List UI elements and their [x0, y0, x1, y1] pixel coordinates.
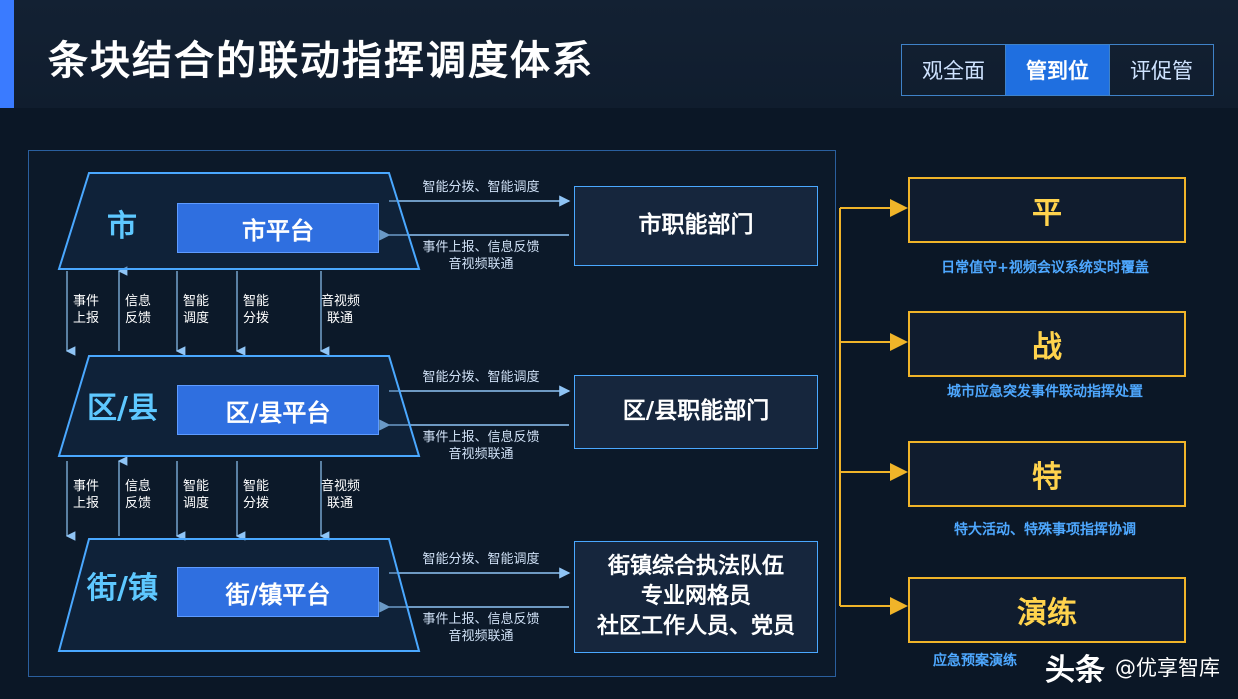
vchannel-upper-5-line1: 音视频: [321, 294, 361, 309]
platform-district[interactable]: 区/县平台: [177, 385, 379, 435]
flow-label-street-in-2: 音视频联通: [448, 629, 514, 644]
vchannel-upper-4-line1: 智能: [243, 294, 270, 309]
vchannel-lower-3-line2: 调度: [183, 496, 210, 511]
tab-guandaowei[interactable]: 管到位: [1005, 45, 1109, 95]
tab-pingcuguan[interactable]: 评促管: [1109, 45, 1213, 95]
vchannel-upper-2-line1: 信息: [125, 294, 152, 309]
vchannel-upper-3-line1: 智能: [183, 294, 210, 309]
level-label-district: 区/县: [87, 391, 158, 426]
vchannel-lower-5-line2: 联通: [327, 496, 354, 511]
dept-street-line3: 社区工作人员、党员: [596, 613, 795, 639]
vchannel-lower-1-line2: 上报: [73, 496, 100, 511]
watermark: 头条 @优享智库: [1045, 645, 1220, 689]
vchannel-upper-2-line2: 反馈: [125, 311, 152, 326]
vchannel-upper-4-line2: 分拨: [243, 311, 270, 326]
vchannel-lower-1-line1: 事件: [73, 479, 100, 494]
header-accent-stripe: [0, 0, 14, 108]
right-card-yanlian[interactable]: 演练: [908, 577, 1186, 643]
flow-label-city-out: 智能分拨、智能调度: [422, 180, 540, 195]
platform-city[interactable]: 市平台: [177, 203, 379, 253]
right-connector-lines: [839, 199, 908, 615]
diagram-panel: 市 市平台 市职能部门 智能分拨、智能调度 事件上报、信息反馈 音视频联通 事件…: [28, 150, 836, 677]
dept-street-line1: 街镇综合执法队伍: [607, 554, 784, 580]
vchannel-upper-1-line1: 事件: [73, 294, 100, 309]
watermark-logo: 头条: [1045, 653, 1105, 688]
tab-guanquanmian[interactable]: 观全面: [922, 59, 985, 83]
right-card-ping[interactable]: 平: [908, 177, 1186, 243]
right-caption-te: 特大活动、特殊事项指挥协调: [954, 522, 1136, 538]
dept-street[interactable]: 街镇综合执法队伍 专业网格员 社区工作人员、党员: [574, 541, 818, 653]
flow-label-district-in-1: 事件上报、信息反馈: [422, 430, 540, 445]
flow-label-street-in-1: 事件上报、信息反馈: [422, 612, 540, 627]
vchannel-lower-4-line1: 智能: [243, 479, 270, 494]
right-caption-zhan: 城市应急突发事件联动指挥处置: [947, 384, 1143, 400]
dept-district[interactable]: 区/县职能部门: [574, 375, 818, 449]
level-label-street: 街/镇: [87, 571, 158, 606]
vchannel-upper-3-line2: 调度: [183, 311, 210, 326]
dept-city[interactable]: 市职能部门: [574, 186, 818, 266]
tab-group: 观全面 管到位 评促管: [901, 44, 1214, 96]
right-caption-yanlian: 应急预案演练: [933, 653, 1017, 669]
watermark-text: @优享智库: [1115, 656, 1220, 680]
right-caption-ping: 日常值守+视频会议系统实时覆盖: [941, 260, 1149, 276]
vchannel-lower-4-line2: 分拨: [243, 496, 270, 511]
level-label-city: 市: [107, 209, 137, 244]
vchannel-lower-2-line2: 反馈: [125, 496, 152, 511]
flow-label-city-in-1: 事件上报、信息反馈: [422, 240, 540, 255]
flow-label-district-out: 智能分拨、智能调度: [422, 370, 540, 385]
flow-label-street-out: 智能分拨、智能调度: [422, 552, 540, 567]
platform-street[interactable]: 街/镇平台: [177, 567, 379, 617]
right-card-zhan[interactable]: 战: [908, 311, 1186, 377]
vchannel-lower-5-line1: 音视频: [321, 479, 361, 494]
vchannel-upper-1-line2: 上报: [73, 311, 100, 326]
header-bar: 条块结合的联动指挥调度体系 观全面 管到位 评促管: [0, 0, 1238, 108]
dept-street-line2: 专业网格员: [640, 584, 751, 610]
page-title: 条块结合的联动指挥调度体系: [48, 38, 594, 84]
flow-label-city-in-2: 音视频联通: [448, 257, 514, 272]
flow-label-district-in-2: 音视频联通: [448, 447, 514, 462]
right-card-te[interactable]: 特: [908, 441, 1186, 507]
vchannel-lower-2-line1: 信息: [125, 479, 152, 494]
vchannel-upper-5-line2: 联通: [327, 311, 354, 326]
vchannel-lower-3-line1: 智能: [183, 479, 210, 494]
